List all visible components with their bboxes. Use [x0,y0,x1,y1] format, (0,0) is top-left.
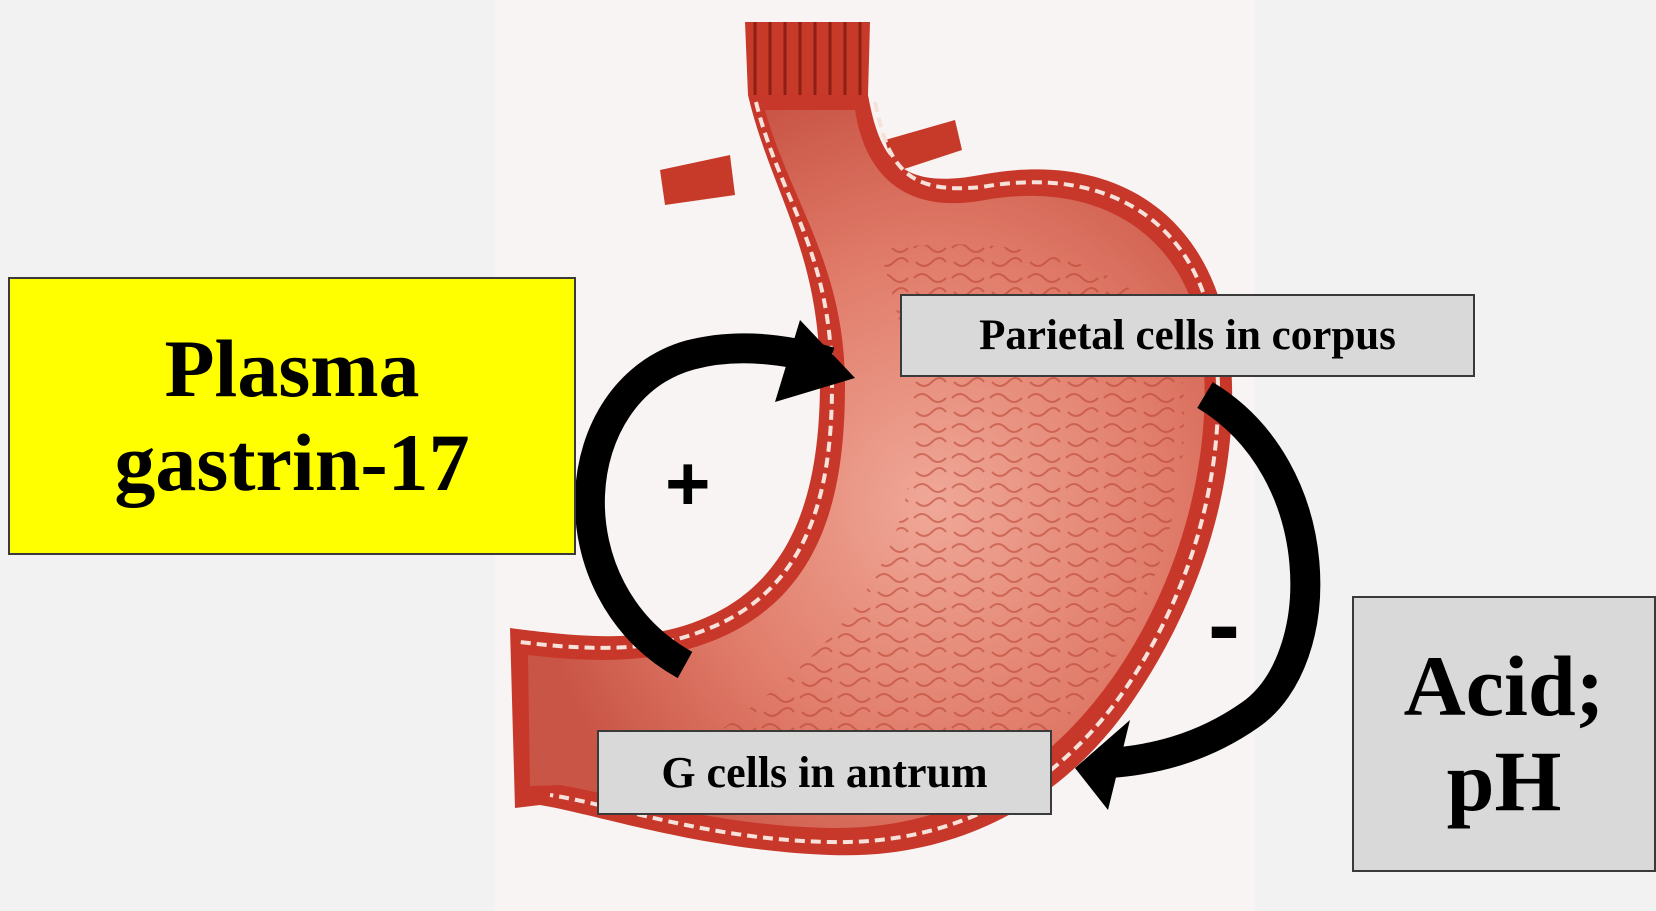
acid-ph-label: Acid; pH [1368,639,1640,828]
plasma-gastrin-box: Plasma gastrin-17 [8,277,576,555]
plasma-gastrin-label: Plasma gastrin-17 [30,322,554,511]
parietal-cells-label: Parietal cells in corpus [979,311,1396,360]
esophagus [745,22,870,95]
inhibition-sign: - [1208,570,1240,680]
stimulation-sign: + [665,438,711,529]
parietal-cells-box: Parietal cells in corpus [900,294,1475,377]
vessel-left [660,155,735,205]
acid-ph-box: Acid; pH [1352,596,1656,872]
g-cells-box: G cells in antrum [597,730,1052,815]
g-cells-label: G cells in antrum [661,747,987,798]
